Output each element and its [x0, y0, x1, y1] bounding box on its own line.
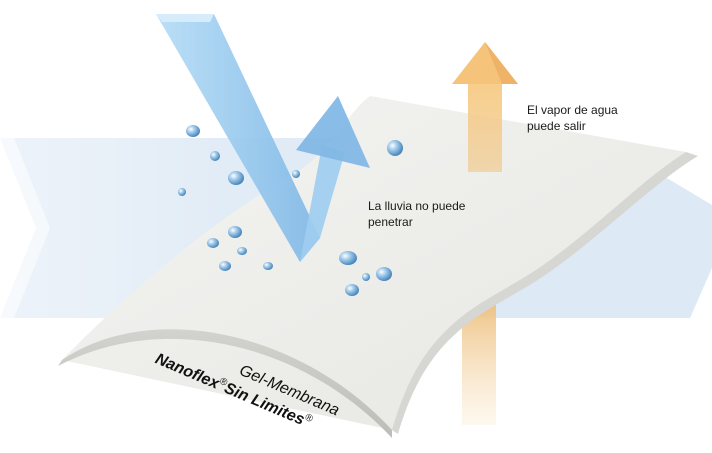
water-droplet-icon — [362, 273, 370, 281]
rain-label-line-2: penetrar — [368, 215, 413, 229]
fabric-membrane — [58, 96, 698, 438]
rain-label: La lluvia no puede penetrar — [368, 198, 465, 230]
rain-arrow — [156, 14, 370, 262]
rain-label-line-1: La lluvia no puede — [368, 199, 466, 213]
water-droplet-icon — [376, 267, 392, 281]
water-droplet-icon — [339, 251, 357, 265]
vapor-arrow — [452, 42, 518, 172]
water-droplet-icon — [228, 226, 242, 238]
water-droplet-icon — [263, 262, 273, 270]
water-droplet-icon — [219, 261, 231, 271]
water-droplet-icon — [387, 140, 403, 156]
water-droplet-icon — [228, 171, 244, 185]
water-droplets — [178, 125, 403, 296]
water-droplet-icon — [345, 284, 359, 296]
water-droplet-icon — [210, 151, 220, 161]
water-droplet-icon — [186, 125, 200, 137]
water-droplet-icon — [207, 238, 219, 248]
vapor-label-line-1: El vapor de agua — [527, 103, 618, 117]
water-droplet-icon — [292, 170, 300, 178]
vapor-label-line-2: puede salir — [527, 119, 586, 133]
water-droplet-icon — [237, 247, 247, 255]
water-droplet-icon — [178, 188, 186, 196]
vapor-label: El vapor de agua puede salir — [527, 102, 618, 134]
